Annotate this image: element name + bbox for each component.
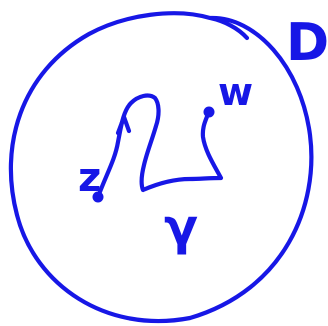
start-point [92, 191, 104, 203]
gamma-curve [95, 93, 224, 200]
end-point [203, 106, 215, 118]
gamma-label: γ [164, 198, 198, 256]
start-label: z [78, 155, 101, 201]
domain-label: D [286, 13, 328, 73]
domain-boundary [8, 11, 314, 324]
arrowhead-icon [115, 114, 132, 136]
end-label: w [218, 70, 253, 114]
